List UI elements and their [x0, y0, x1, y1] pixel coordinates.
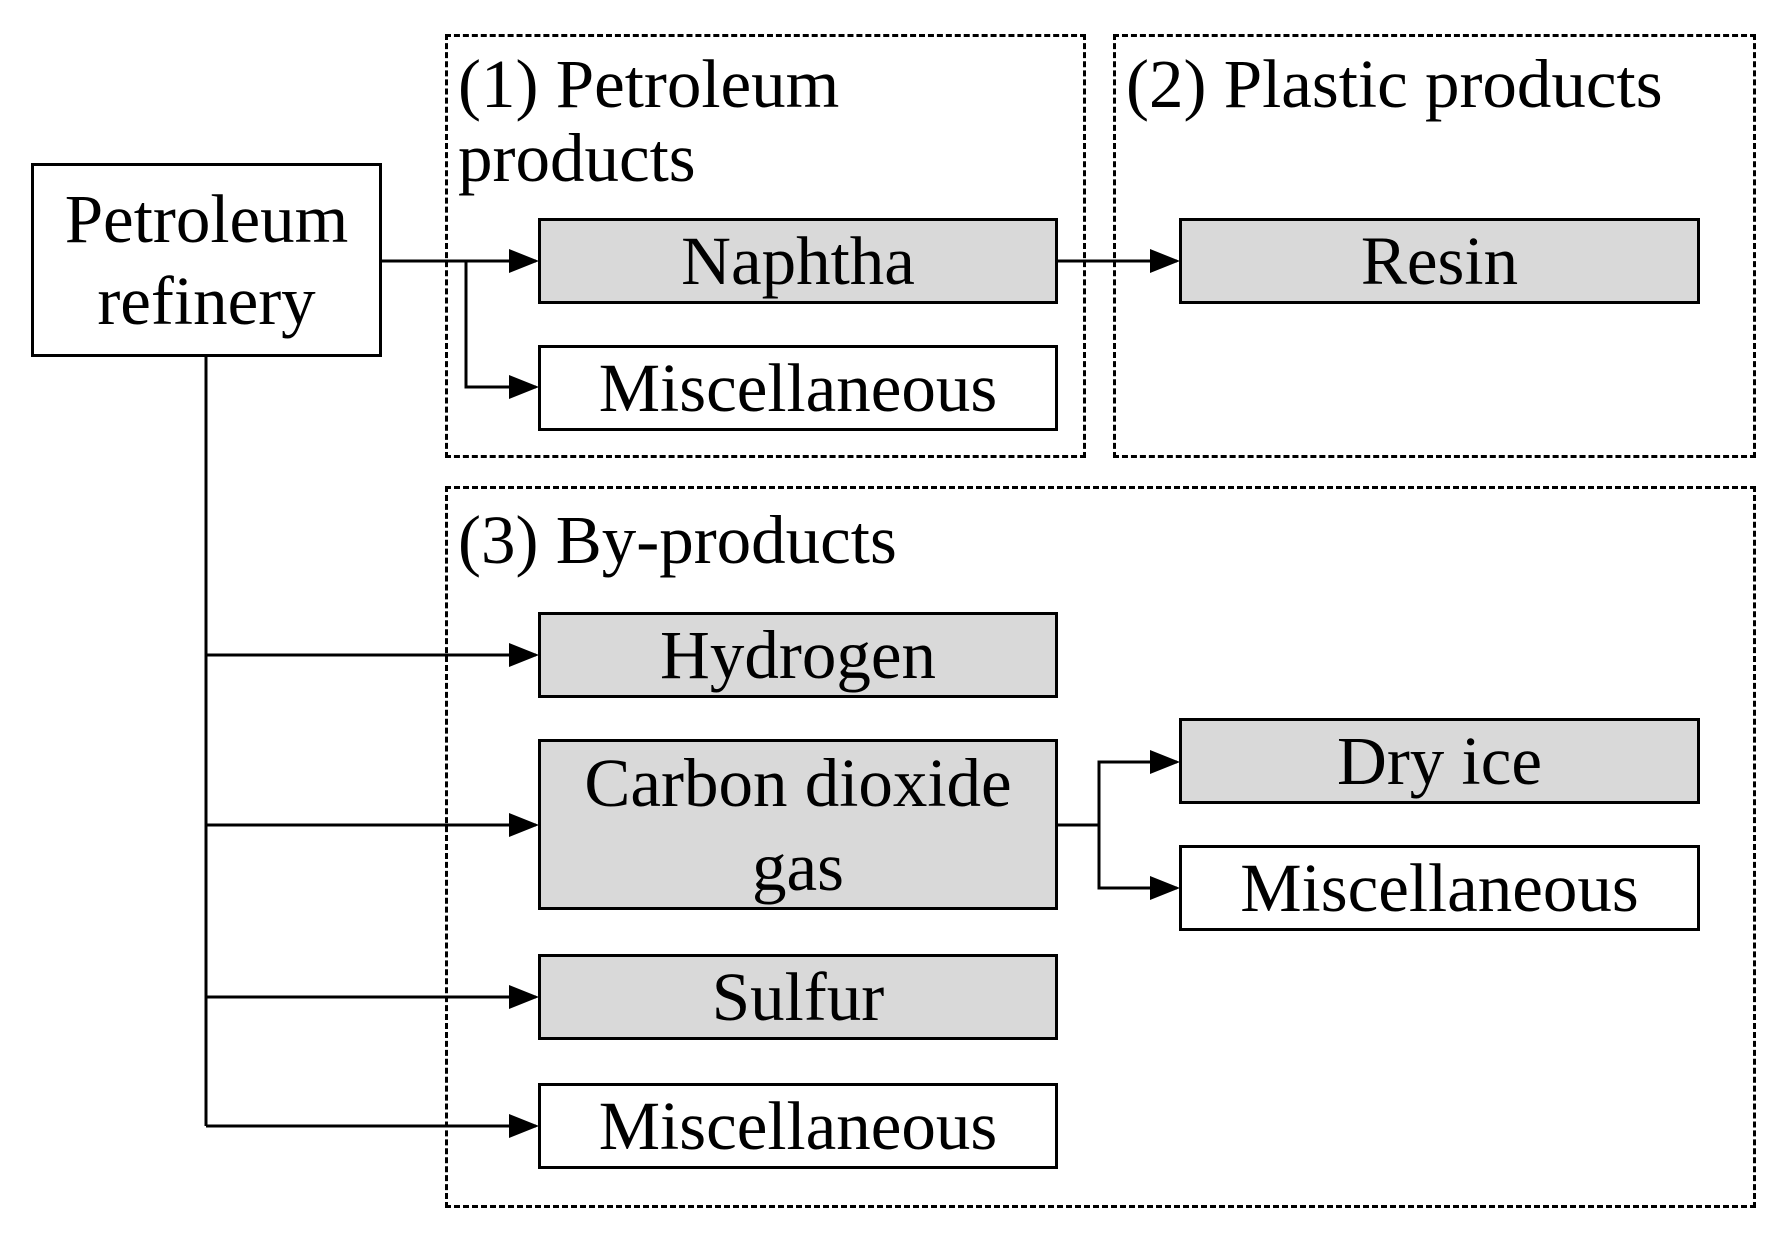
- arrow-refinery-misc-petroleum: [464, 261, 539, 399]
- node-carbon-dioxide-gas-line2: gas: [752, 828, 844, 905]
- node-sulfur: Sulfur: [538, 954, 1058, 1040]
- arrow-co2-dry-ice: [1097, 750, 1180, 825]
- node-petroleum-refinery: Petroleum refinery: [31, 163, 382, 357]
- node-misc-co2: Miscellaneous: [1179, 845, 1700, 931]
- arrow-co2-misc: [1097, 825, 1180, 900]
- group-title-petroleum-products: (1) Petroleum products: [458, 47, 839, 195]
- node-dry-ice: Dry ice: [1179, 718, 1700, 804]
- group-title-plastic-products: (2) Plastic products: [1126, 46, 1663, 122]
- group-title-petroleum-products-line2: products: [458, 120, 696, 196]
- group-petroleum-products: (1) Petroleum products: [445, 34, 1086, 458]
- node-carbon-dioxide-gas-line1: Carbon dioxide: [584, 744, 1012, 821]
- group-plastic-products: (2) Plastic products: [1113, 34, 1756, 458]
- node-petroleum-refinery-line1: Petroleum: [64, 181, 349, 257]
- node-hydrogen: Hydrogen: [538, 612, 1058, 698]
- node-naphtha: Naphtha: [538, 218, 1058, 304]
- node-petroleum-refinery-line2: refinery: [97, 263, 316, 339]
- node-resin: Resin: [1179, 218, 1700, 304]
- group-by-products: (3) By-products: [445, 486, 1756, 1208]
- group-title-petroleum-products-line1: (1) Petroleum: [458, 46, 840, 122]
- group-title-by-products: (3) By-products: [458, 502, 897, 578]
- node-misc-by-products: Miscellaneous: [538, 1083, 1058, 1169]
- node-carbon-dioxide-gas: Carbon dioxide gas: [538, 739, 1058, 910]
- node-misc-petroleum: Miscellaneous: [538, 345, 1058, 431]
